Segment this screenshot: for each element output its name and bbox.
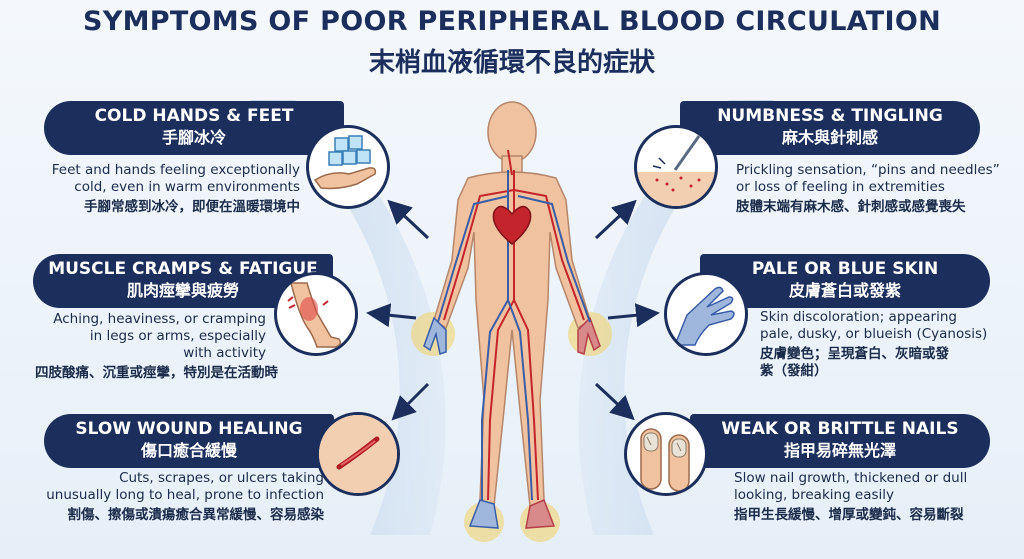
symptom-desc-wound-healing: Cuts, scrapes, or ulcers taking unusuall…	[12, 470, 324, 524]
fingernails-icon	[624, 412, 708, 496]
symptom-desc-en: Aching, heaviness, or cramping in legs o…	[53, 311, 266, 361]
symptom-desc-en: Slow nail growth, thickened or dull look…	[734, 470, 968, 503]
symptom-title-zh: 肌肉痙攣與疲勞	[126, 281, 239, 300]
symptom-title-zh: 皮膚蒼白或發紫	[788, 281, 901, 300]
symptom-desc-numbness: Prickling sensation, “pins and needles” …	[736, 162, 1024, 216]
symptom-desc-cold-hands: Feet and hands feeling exceptionally col…	[20, 162, 300, 216]
arrow-muscle-cramps	[366, 303, 417, 328]
banner-pale-skin: PALE OR BLUE SKIN 皮膚蒼白或發紫	[700, 254, 990, 308]
banner-wound-healing: SLOW WOUND HEALING 傷口癒合緩慢	[44, 414, 334, 468]
symptom-title-zh: 指甲易碎無光澤	[783, 441, 896, 460]
symptom-title-zh: 麻木與針刺感	[781, 128, 878, 147]
body-outline	[423, 101, 601, 529]
banner-numbness: NUMBNESS & TINGLING 麻木與針刺感	[680, 101, 980, 155]
banner-brittle-nails: WEAK OR BRITTLE NAILS 指甲易碎無光澤	[690, 414, 990, 468]
symptom-desc-en: Cuts, scrapes, or ulcers taking unusuall…	[46, 470, 324, 503]
symptom-desc-zh: 指甲生長緩慢、增厚或變鈍、容易斷裂	[734, 507, 964, 523]
arrow-pale-skin	[607, 303, 660, 328]
ice-cubes-hand-icon	[306, 125, 390, 209]
needle-skin-icon	[634, 125, 718, 209]
page-subtitle: 末梢血液循環不良的症狀	[368, 48, 655, 78]
symptom-title-zh: 手腳冰冷	[161, 128, 226, 147]
symptom-desc-brittle-nails: Slow nail growth, thickened or dull look…	[734, 470, 1024, 524]
blue-hand-icon	[664, 272, 748, 356]
page-title: SYMPTOMS OF POOR PERIPHERAL BLOOD CIRCUL…	[82, 6, 942, 37]
symptom-desc-zh: 四肢酸痛、沉重或痙攣，特別是在活動時	[35, 365, 278, 381]
symptom-desc-en: Feet and hands feeling exceptionally col…	[51, 162, 300, 195]
symptom-desc-zh: 手腳常感到冰冷，即便在溫暖環境中	[84, 199, 300, 215]
wound-icon	[316, 412, 400, 496]
cramping-leg-icon	[274, 272, 358, 356]
arrow-brittle-nails	[594, 382, 635, 421]
arteries	[443, 149, 585, 501]
arrow-numbness	[594, 199, 637, 240]
symptom-desc-zh: 皮膚變色；呈現蒼白、灰暗或發 紫（發紺）	[760, 346, 949, 379]
symptom-desc-zh: 割傷、擦傷或潰瘍癒合異常緩慢、容易感染	[67, 507, 325, 523]
symptom-title-en: NUMBNESS & TINGLING	[717, 106, 943, 126]
veins	[437, 170, 591, 501]
symptom-title-en: WEAK OR BRITTLE NAILS	[721, 419, 959, 439]
symptom-title-en: MUSCLE CRAMPS & FATIGUE	[48, 259, 318, 279]
symptom-desc-muscle-cramps: Aching, heaviness, or cramping in legs o…	[10, 311, 278, 382]
symptom-title-en: PALE OR BLUE SKIN	[751, 259, 939, 279]
arrow-wound-healing	[391, 382, 430, 421]
heart-icon	[492, 205, 532, 245]
symptom-title-en: COLD HANDS & FEET	[94, 106, 294, 126]
symptom-desc-en: Prickling sensation, “pins and needles” …	[736, 162, 1000, 195]
symptom-title-en: SLOW WOUND HEALING	[75, 419, 303, 439]
arrow-cold-hands	[387, 199, 430, 240]
banner-cold-hands: COLD HANDS & FEET 手腳冰冷	[44, 101, 344, 155]
symptom-desc-en: Skin discoloration; appearing pale, dusk…	[760, 309, 988, 342]
symptom-title-zh: 傷口癒合緩慢	[140, 441, 237, 460]
symptom-desc-zh: 肢體末端有麻木感、針刺感或感覺喪失	[736, 199, 966, 215]
symptom-desc-pale-skin: Skin discoloration; appearing pale, dusk…	[760, 309, 1024, 380]
